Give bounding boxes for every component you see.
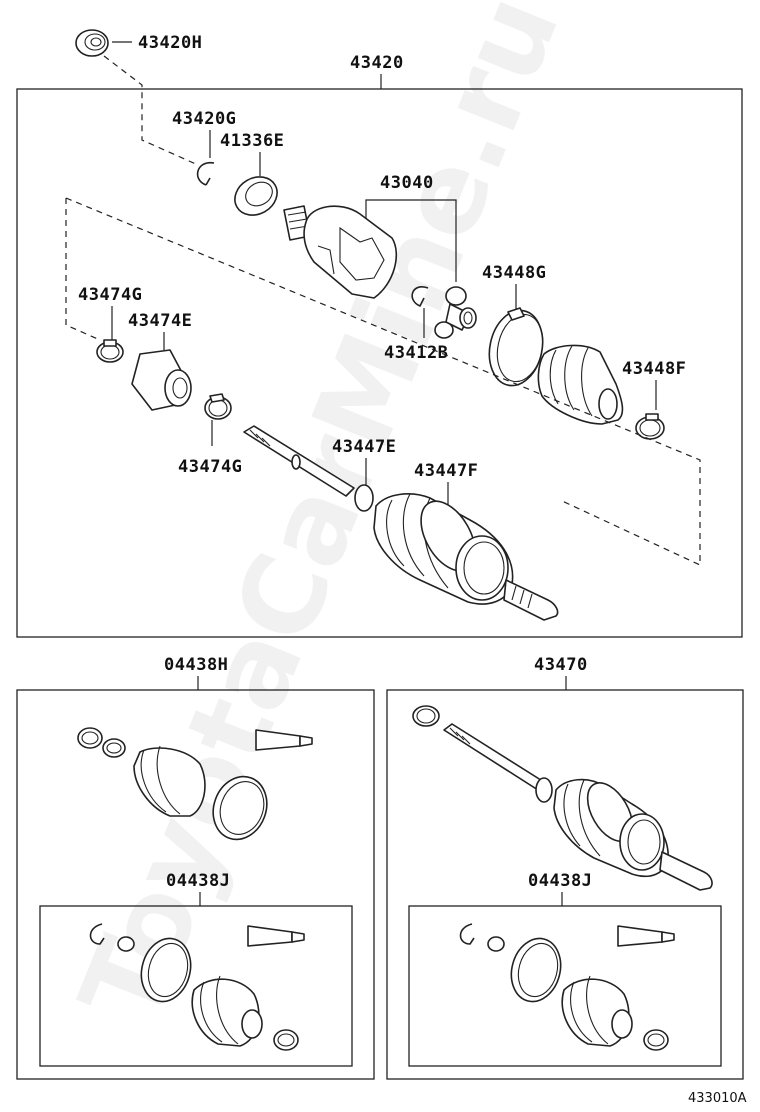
label-43474G-top[interactable]: 43474G	[78, 285, 142, 305]
label-43412B[interactable]: 43412B	[384, 343, 448, 363]
outboard-joint[interactable]	[373, 492, 559, 621]
clamp-43448F[interactable]	[635, 413, 665, 440]
label-04438J-right[interactable]: 04438J	[528, 871, 592, 891]
damper-43474E[interactable]	[131, 349, 192, 411]
shaft-assembly-43470[interactable]	[412, 705, 713, 891]
oil-seal-43420H[interactable]	[75, 29, 109, 57]
inboard-joint-43040[interactable]	[283, 205, 398, 299]
frame-43470	[386, 689, 744, 1080]
seal-41336E[interactable]	[228, 169, 284, 222]
clamp-43447E[interactable]	[354, 484, 374, 512]
kit-04438J-right-parts[interactable]	[459, 923, 675, 1051]
subassembly-boundary	[65, 197, 701, 566]
snap-ring-43420G[interactable]	[196, 162, 215, 186]
tripod-spider[interactable]	[434, 286, 477, 339]
label-43448G[interactable]: 43448G	[482, 263, 546, 283]
watermark-text: ToyotaCarMine.ru	[55, 0, 583, 1040]
label-43447F[interactable]: 43447F	[414, 461, 478, 481]
label-04438J-left[interactable]: 04438J	[166, 871, 230, 891]
frame-43420	[16, 88, 743, 638]
frame-04438J-left	[39, 905, 353, 1067]
clamp-43474G-bottom[interactable]	[204, 393, 232, 420]
frame-04438J-right	[408, 905, 722, 1067]
label-43448F[interactable]: 43448F	[622, 359, 686, 379]
clamp-43474G-top[interactable]	[96, 339, 124, 363]
label-43420[interactable]: 43420	[350, 53, 404, 73]
label-43420H[interactable]: 43420H	[138, 33, 202, 53]
inboard-boot[interactable]	[537, 344, 624, 425]
reference-code: 433010A	[688, 1091, 747, 1106]
kit-04438J-left-parts[interactable]	[89, 923, 305, 1051]
label-43474G-bottom[interactable]: 43474G	[178, 457, 242, 477]
kit-04438H-parts[interactable]	[77, 727, 313, 847]
label-43474E[interactable]: 43474E	[128, 311, 192, 331]
drive-shaft[interactable]	[243, 425, 355, 497]
clamp-band-43448G[interactable]	[483, 305, 550, 390]
label-43447E[interactable]: 43447E	[332, 437, 396, 457]
frame-04438H	[16, 689, 375, 1080]
label-43470[interactable]: 43470	[534, 655, 588, 675]
label-41336E[interactable]: 41336E	[220, 131, 284, 151]
label-04438H[interactable]: 04438H	[164, 655, 228, 675]
snap-ring-43412B[interactable]	[411, 286, 429, 307]
label-43040[interactable]: 43040	[380, 173, 434, 193]
label-43420G[interactable]: 43420G	[172, 109, 236, 129]
